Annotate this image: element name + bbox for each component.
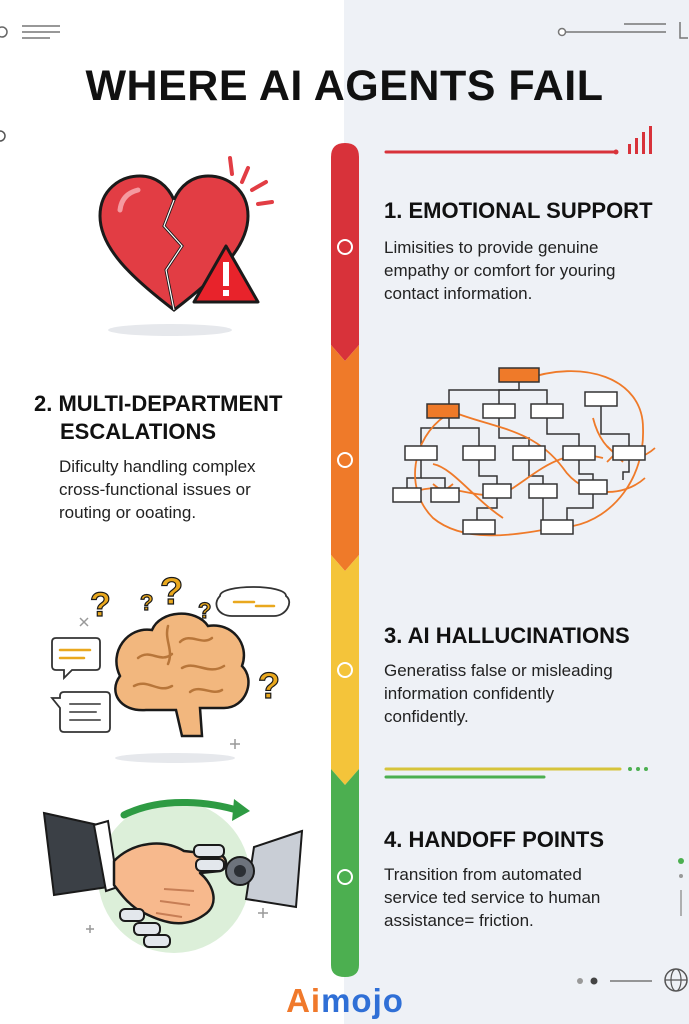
svg-text:?: ? <box>90 586 111 624</box>
section4-description: Transition from automated service ted se… <box>384 865 601 930</box>
section4-heading: 4. HANDOFF POINTS <box>384 827 605 852</box>
section3-accent-line <box>384 767 648 779</box>
section1-accent-line <box>384 126 652 155</box>
flowchart-icon <box>392 367 656 537</box>
right-edge-dots <box>678 858 684 916</box>
timeline-bar <box>331 143 359 977</box>
broken-heart-warning-icon <box>98 156 274 336</box>
section2-heading: 2. MULTI-DEPARTMENT ESCALATIONS <box>34 391 283 444</box>
left-edge-mark <box>0 130 6 142</box>
confused-brain-icon: ? ? ? ? ? <box>50 570 291 763</box>
aimojo-logo: Aimojo <box>286 982 404 1019</box>
svg-text:?: ? <box>258 665 280 706</box>
svg-text:?: ? <box>160 571 183 613</box>
right-background-panel <box>344 0 689 1024</box>
svg-text:?: ? <box>140 590 153 615</box>
page-title: WHERE AI AGENTS FAIL <box>85 62 604 110</box>
section1-heading: 1. EMOTIONAL SUPPORT <box>384 198 653 223</box>
timeline-node-3 <box>337 662 353 678</box>
section2-description: Dificulty handling complex cross-functio… <box>59 457 256 522</box>
section3-description: Generatiss false or misleading informati… <box>384 661 613 726</box>
timeline-node-1 <box>337 239 353 255</box>
section1-description: Limisities to provide genuine empathy or… <box>384 238 616 303</box>
top-left-menu-icon <box>0 25 60 39</box>
timeline-node-2 <box>337 452 353 468</box>
human-robot-handshake-icon <box>42 799 304 953</box>
section3-heading: 3. AI HALLUCINATIONS <box>384 623 630 648</box>
bottom-right-pager <box>577 968 688 992</box>
top-right-slider-icon <box>557 22 688 39</box>
timeline-node-4 <box>337 869 353 885</box>
svg-text:?: ? <box>198 598 211 623</box>
